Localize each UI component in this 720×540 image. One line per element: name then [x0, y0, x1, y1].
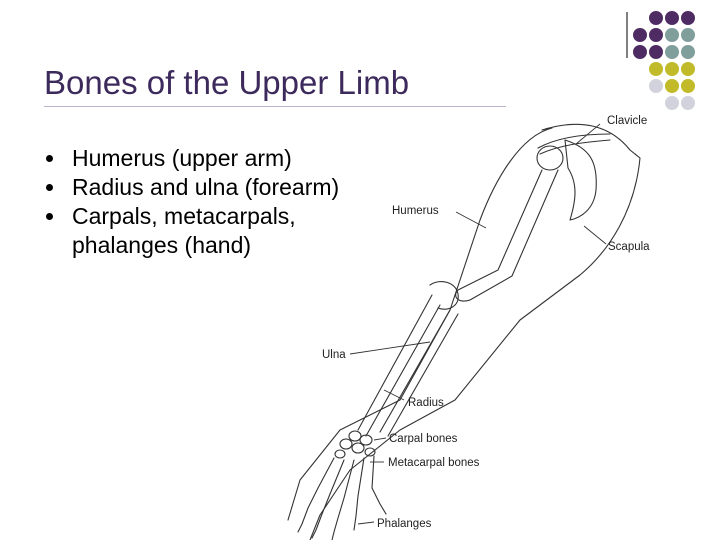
bullet-icon [46, 184, 53, 191]
decorative-dot [681, 62, 695, 76]
metacarpal-bones [317, 455, 375, 499]
bullet-icon [46, 213, 53, 220]
decorative-dot [633, 28, 647, 42]
clavicle-bone [537, 133, 611, 155]
scapula-bone [564, 139, 597, 221]
upper-limb-diagram: Clavicle Humerus Scapula Ulna Radius Car… [287, 115, 650, 540]
decorative-dot [665, 62, 679, 76]
decorative-dot [665, 45, 679, 59]
bullet-item: Carpals, metacarpals, phalanges (hand) [44, 202, 372, 260]
decorative-dot [649, 11, 663, 25]
decorative-dot [665, 96, 679, 110]
label-radius: Radius [408, 397, 444, 409]
decorative-dot [681, 28, 695, 42]
radius-bone [379, 309, 459, 437]
label-ulna: Ulna [322, 349, 346, 361]
decorative-dot [681, 45, 695, 59]
bullet-item: Radius and ulna (forearm) [44, 173, 372, 202]
carpal-bones [334, 430, 376, 459]
label-phalanges: Phalanges [377, 518, 432, 530]
label-clavicle: Clavicle [607, 115, 647, 127]
bullet-text: Carpals, metacarpals, phalanges (hand) [72, 203, 296, 258]
decorative-dot [633, 45, 647, 59]
decorative-dot [649, 79, 663, 93]
elbow-joint [429, 281, 459, 310]
bullet-item: Humerus (upper arm) [44, 144, 372, 173]
decorative-dot [665, 79, 679, 93]
decorative-dot [665, 28, 679, 42]
bullet-text: Humerus (upper arm) [72, 145, 292, 171]
bullet-list: Humerus (upper arm) Radius and ulna (for… [44, 144, 372, 260]
label-scapula: Scapula [608, 241, 650, 253]
ulna-bone [357, 294, 441, 437]
bullet-icon [46, 155, 53, 162]
decorative-dot [649, 28, 663, 42]
label-carpal-bones: Carpal bones [389, 433, 458, 445]
humerus-head [536, 145, 564, 171]
decorative-dot [649, 45, 663, 59]
slide-title: Bones of the Upper Limb [44, 64, 410, 101]
title-underline [44, 106, 506, 107]
decorative-dot [681, 96, 695, 110]
label-humerus: Humerus [392, 205, 439, 217]
decorative-dot [665, 11, 679, 25]
humerus-bone [455, 169, 559, 302]
decorative-dot-grid [626, 11, 695, 110]
decorative-dot [649, 62, 663, 76]
label-metacarpal-bones: Metacarpal bones [388, 457, 480, 469]
bullet-text: Radius and ulna (forearm) [72, 174, 340, 200]
arm-outline [287, 123, 641, 540]
decorative-dot [681, 79, 695, 93]
phalanges-bones [297, 487, 387, 540]
decorative-dot [681, 11, 695, 25]
